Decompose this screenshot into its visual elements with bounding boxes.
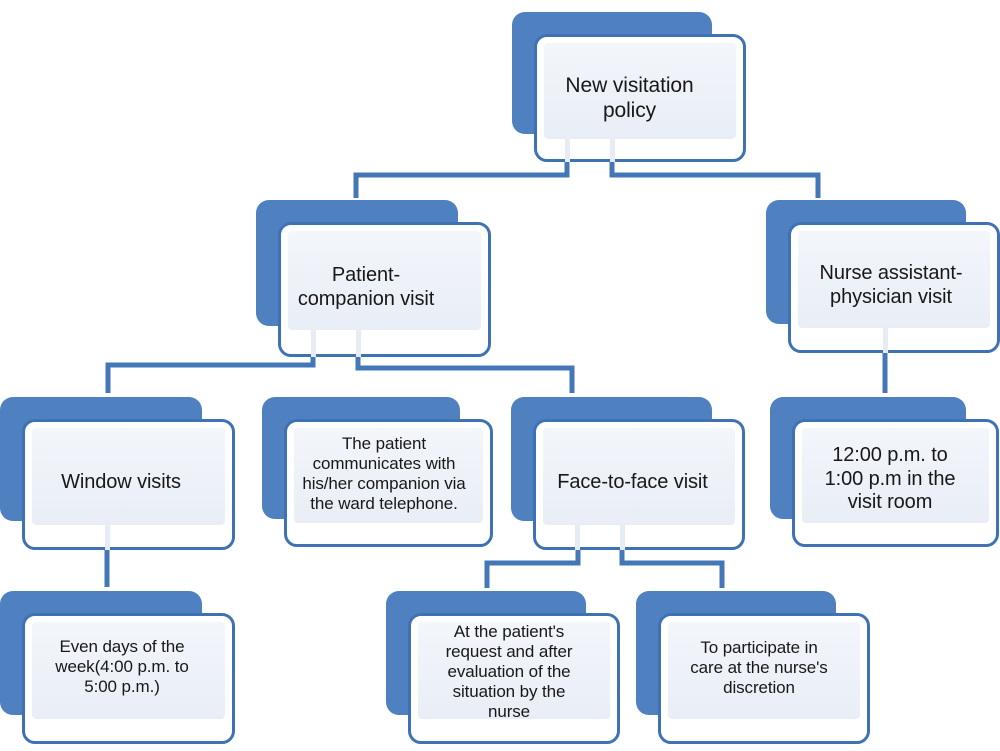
connector-stub-left [575, 525, 580, 550]
node-label: Face-to-face visit [557, 471, 708, 493]
node-inner-panel [668, 622, 860, 719]
connector-stub-center [105, 525, 110, 550]
node-inner-panel [798, 231, 990, 328]
connector-stub-right [620, 525, 625, 550]
node-new-visitation-policy[interactable]: New visitation policy [512, 12, 747, 162]
node-nurse-assistant-physician-visit[interactable]: Nurse assistant- physician visit [766, 200, 1000, 355]
node-patient-companion-visit[interactable]: Patient- companion visit [256, 200, 492, 358]
node-inner-panel [802, 428, 989, 523]
node-even-days-hours[interactable]: Even days of the week(4:00 p.m. to 5:00 … [0, 591, 236, 746]
edge-root-to-nurse-assistant-physician-visit [609, 158, 821, 198]
node-inner-panel [418, 622, 610, 719]
edge-patient-companion-visit-to-window-visits [105, 355, 316, 393]
node-label: The patient communicates with his/her co… [302, 434, 466, 514]
connector-stub-center [883, 328, 888, 353]
node-label: Patient- companion visit [297, 264, 435, 310]
edge-face-to-face-visit-to-participate-in-care [619, 548, 725, 588]
node-participate-in-care[interactable]: To participate in care at the nurse's di… [636, 591, 870, 746]
node-inner-panel [32, 622, 225, 719]
node-visit-room-hours[interactable]: 12:00 p.m. to 1:00 p.m in the visit room [770, 397, 1000, 549]
edge-face-to-face-visit-to-patient-request [484, 548, 581, 588]
node-inner-panel [32, 428, 225, 525]
connector-stub-left [565, 139, 570, 162]
node-window-visits[interactable]: Window visits [0, 397, 236, 552]
node-label: At the patient's request and after evalu… [445, 622, 573, 722]
node-label: 12:00 p.m. to 1:00 p.m in the visit room [824, 444, 956, 514]
node-patient-request[interactable]: At the patient's request and after evalu… [386, 591, 620, 746]
node-label: Even days of the week(4:00 p.m. to 5:00 … [55, 637, 189, 697]
node-inner-panel [294, 428, 483, 523]
node-inner-panel [543, 428, 735, 525]
connector-stub-left [311, 330, 316, 357]
node-inner-panel [544, 43, 736, 139]
node-label: New visitation policy [565, 74, 694, 122]
node-ward-telephone[interactable]: The patient communicates with his/her co… [262, 397, 494, 549]
node-label: To participate in care at the nurse's di… [690, 638, 828, 698]
connector-stub-right [356, 330, 361, 357]
node-inner-panel [288, 231, 481, 330]
node-face-to-face-visit[interactable]: Face-to-face visit [511, 397, 746, 552]
node-label: Window visits [61, 471, 181, 493]
edge-patient-companion-visit-to-face-to-face-visit [355, 355, 575, 393]
connector-stub-right [610, 139, 615, 162]
edge-root-to-patient-companion-visit [353, 158, 570, 198]
node-label: Nurse assistant- physician visit [819, 262, 963, 308]
